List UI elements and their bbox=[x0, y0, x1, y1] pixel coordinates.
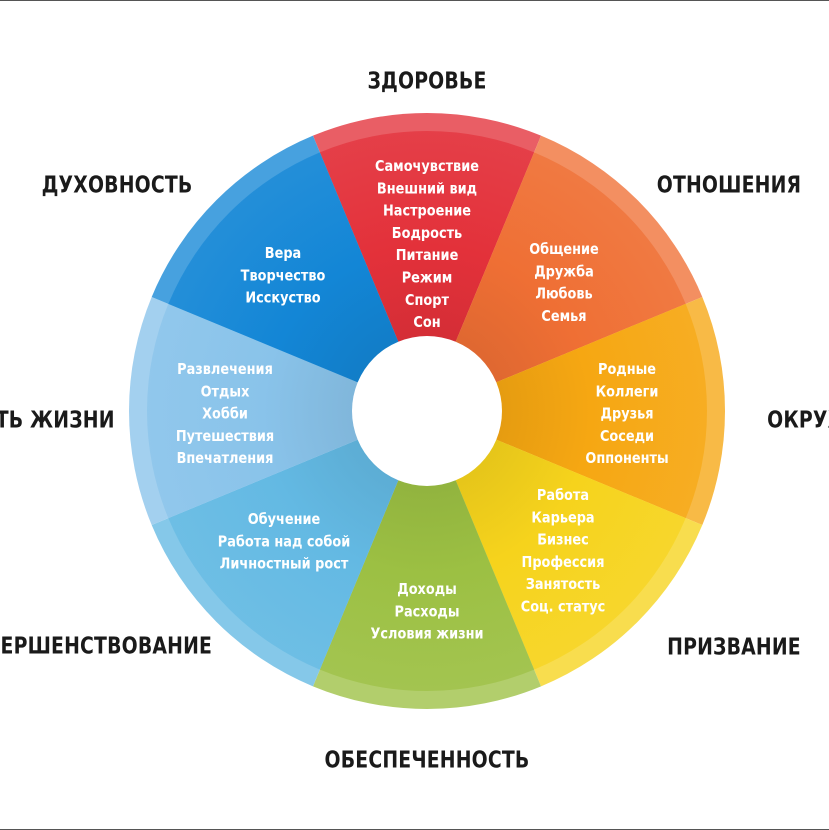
label-yarkost-zhizni: ЯРКОСТЬ ЖИЗНИ bbox=[0, 407, 115, 434]
segment-item: Семья bbox=[541, 308, 586, 325]
label-okruzhenie: ОКРУЖЕНИЕ bbox=[767, 407, 829, 434]
segment-item: Коллеги bbox=[596, 383, 659, 400]
segment-item: Настроение bbox=[383, 203, 471, 220]
segment-item: Путешествия bbox=[176, 428, 274, 445]
segment-item: Внешний вид bbox=[377, 180, 477, 197]
segment-item: Питание bbox=[396, 247, 459, 264]
segment-item: Соц. статус bbox=[521, 599, 606, 616]
segment-item: Хобби bbox=[202, 406, 248, 423]
segment-item: Исскуство bbox=[245, 290, 320, 307]
segment-obespechennost bbox=[319, 411, 535, 691]
segment-item: Впечатления bbox=[177, 450, 274, 467]
label-samosovershenstvovanie: САМОСОВЕРШЕНСТВОВАНИЕ bbox=[0, 633, 213, 660]
segment-otnosheniya bbox=[427, 152, 686, 412]
segment-item: Обучение bbox=[248, 511, 321, 528]
segment-item: Режим bbox=[402, 270, 453, 287]
segment-prizvanie bbox=[427, 411, 686, 670]
label-obespechennost: ОБЕСПЕЧЕННОСТЬ bbox=[324, 747, 530, 774]
segment-item: Расходы bbox=[395, 603, 460, 620]
segment-item: Профессия bbox=[522, 554, 605, 571]
segment-yarkost-zhizni bbox=[147, 303, 428, 519]
label-dukhovnost: ДУХОВНОСТЬ bbox=[41, 172, 193, 199]
segment-item: Оппоненты bbox=[585, 450, 668, 467]
segment-item: Соседи bbox=[600, 428, 654, 445]
segment-dukhovnost bbox=[168, 152, 428, 412]
segment-item: Карьера bbox=[531, 509, 594, 526]
segment-item: Бизнес bbox=[537, 532, 589, 549]
label-zdorovye: ЗДОРОВЬЕ bbox=[367, 68, 487, 95]
segment-item: Дружба bbox=[534, 263, 594, 280]
segment-item: Самочувствие bbox=[375, 158, 479, 175]
segment-item: Доходы bbox=[397, 581, 457, 598]
segment-item: Занятость bbox=[526, 576, 601, 593]
segment-item: Условия жизни bbox=[370, 626, 483, 643]
segment-item: Личностный рост bbox=[220, 556, 349, 573]
segment-item: Творчество bbox=[241, 267, 326, 284]
label-otnosheniya: ОТНОШЕНИЯ bbox=[656, 172, 802, 199]
center-hole bbox=[352, 336, 502, 486]
segment-item: Бодрость bbox=[392, 225, 463, 242]
segment-item: Работа над собой bbox=[218, 533, 350, 550]
segment-item: Работа bbox=[537, 487, 589, 504]
label-prizvanie: ПРИЗВАНИЕ bbox=[667, 634, 801, 661]
segment-item: Друзья bbox=[601, 406, 654, 423]
segment-item: Общение bbox=[529, 241, 599, 258]
segment-item: Любовь bbox=[535, 286, 593, 303]
segment-item: Сон bbox=[413, 314, 440, 331]
segment-item: Отдых bbox=[201, 383, 250, 400]
segment-item: Родные bbox=[598, 361, 656, 378]
segment-zdorovye bbox=[319, 131, 535, 411]
segment-item: Развлечения bbox=[177, 361, 273, 378]
segment-samosovershenstvovanie bbox=[168, 411, 428, 670]
segment-item: Спорт bbox=[405, 292, 450, 309]
segment-okruzhenie bbox=[427, 303, 707, 519]
segment-item: Вера bbox=[265, 245, 301, 262]
